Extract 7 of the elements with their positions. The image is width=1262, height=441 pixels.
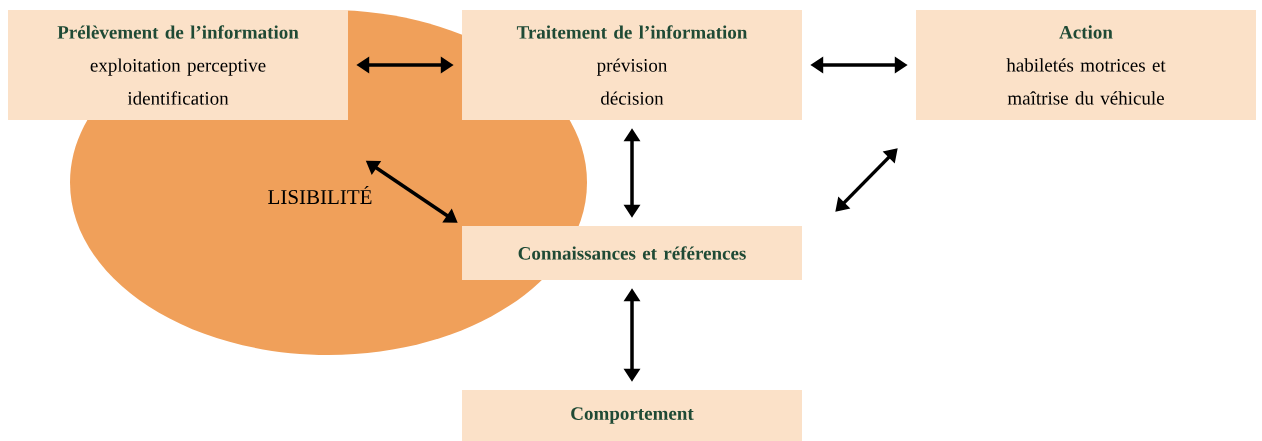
process-box: Prélèvement de l’information exploitation perceptive identification bbox=[8, 10, 348, 120]
arrow bbox=[835, 148, 898, 212]
process-box: Action habiletés motrices et maîtrise du véhicule bbox=[916, 10, 1256, 120]
process-box: Comportement bbox=[462, 390, 802, 441]
process-box: Connaissances et références bbox=[462, 226, 802, 280]
area-label: LISIBILITÉ bbox=[268, 185, 372, 205]
process-box: Traitement de l’information prévision décision bbox=[462, 10, 802, 120]
